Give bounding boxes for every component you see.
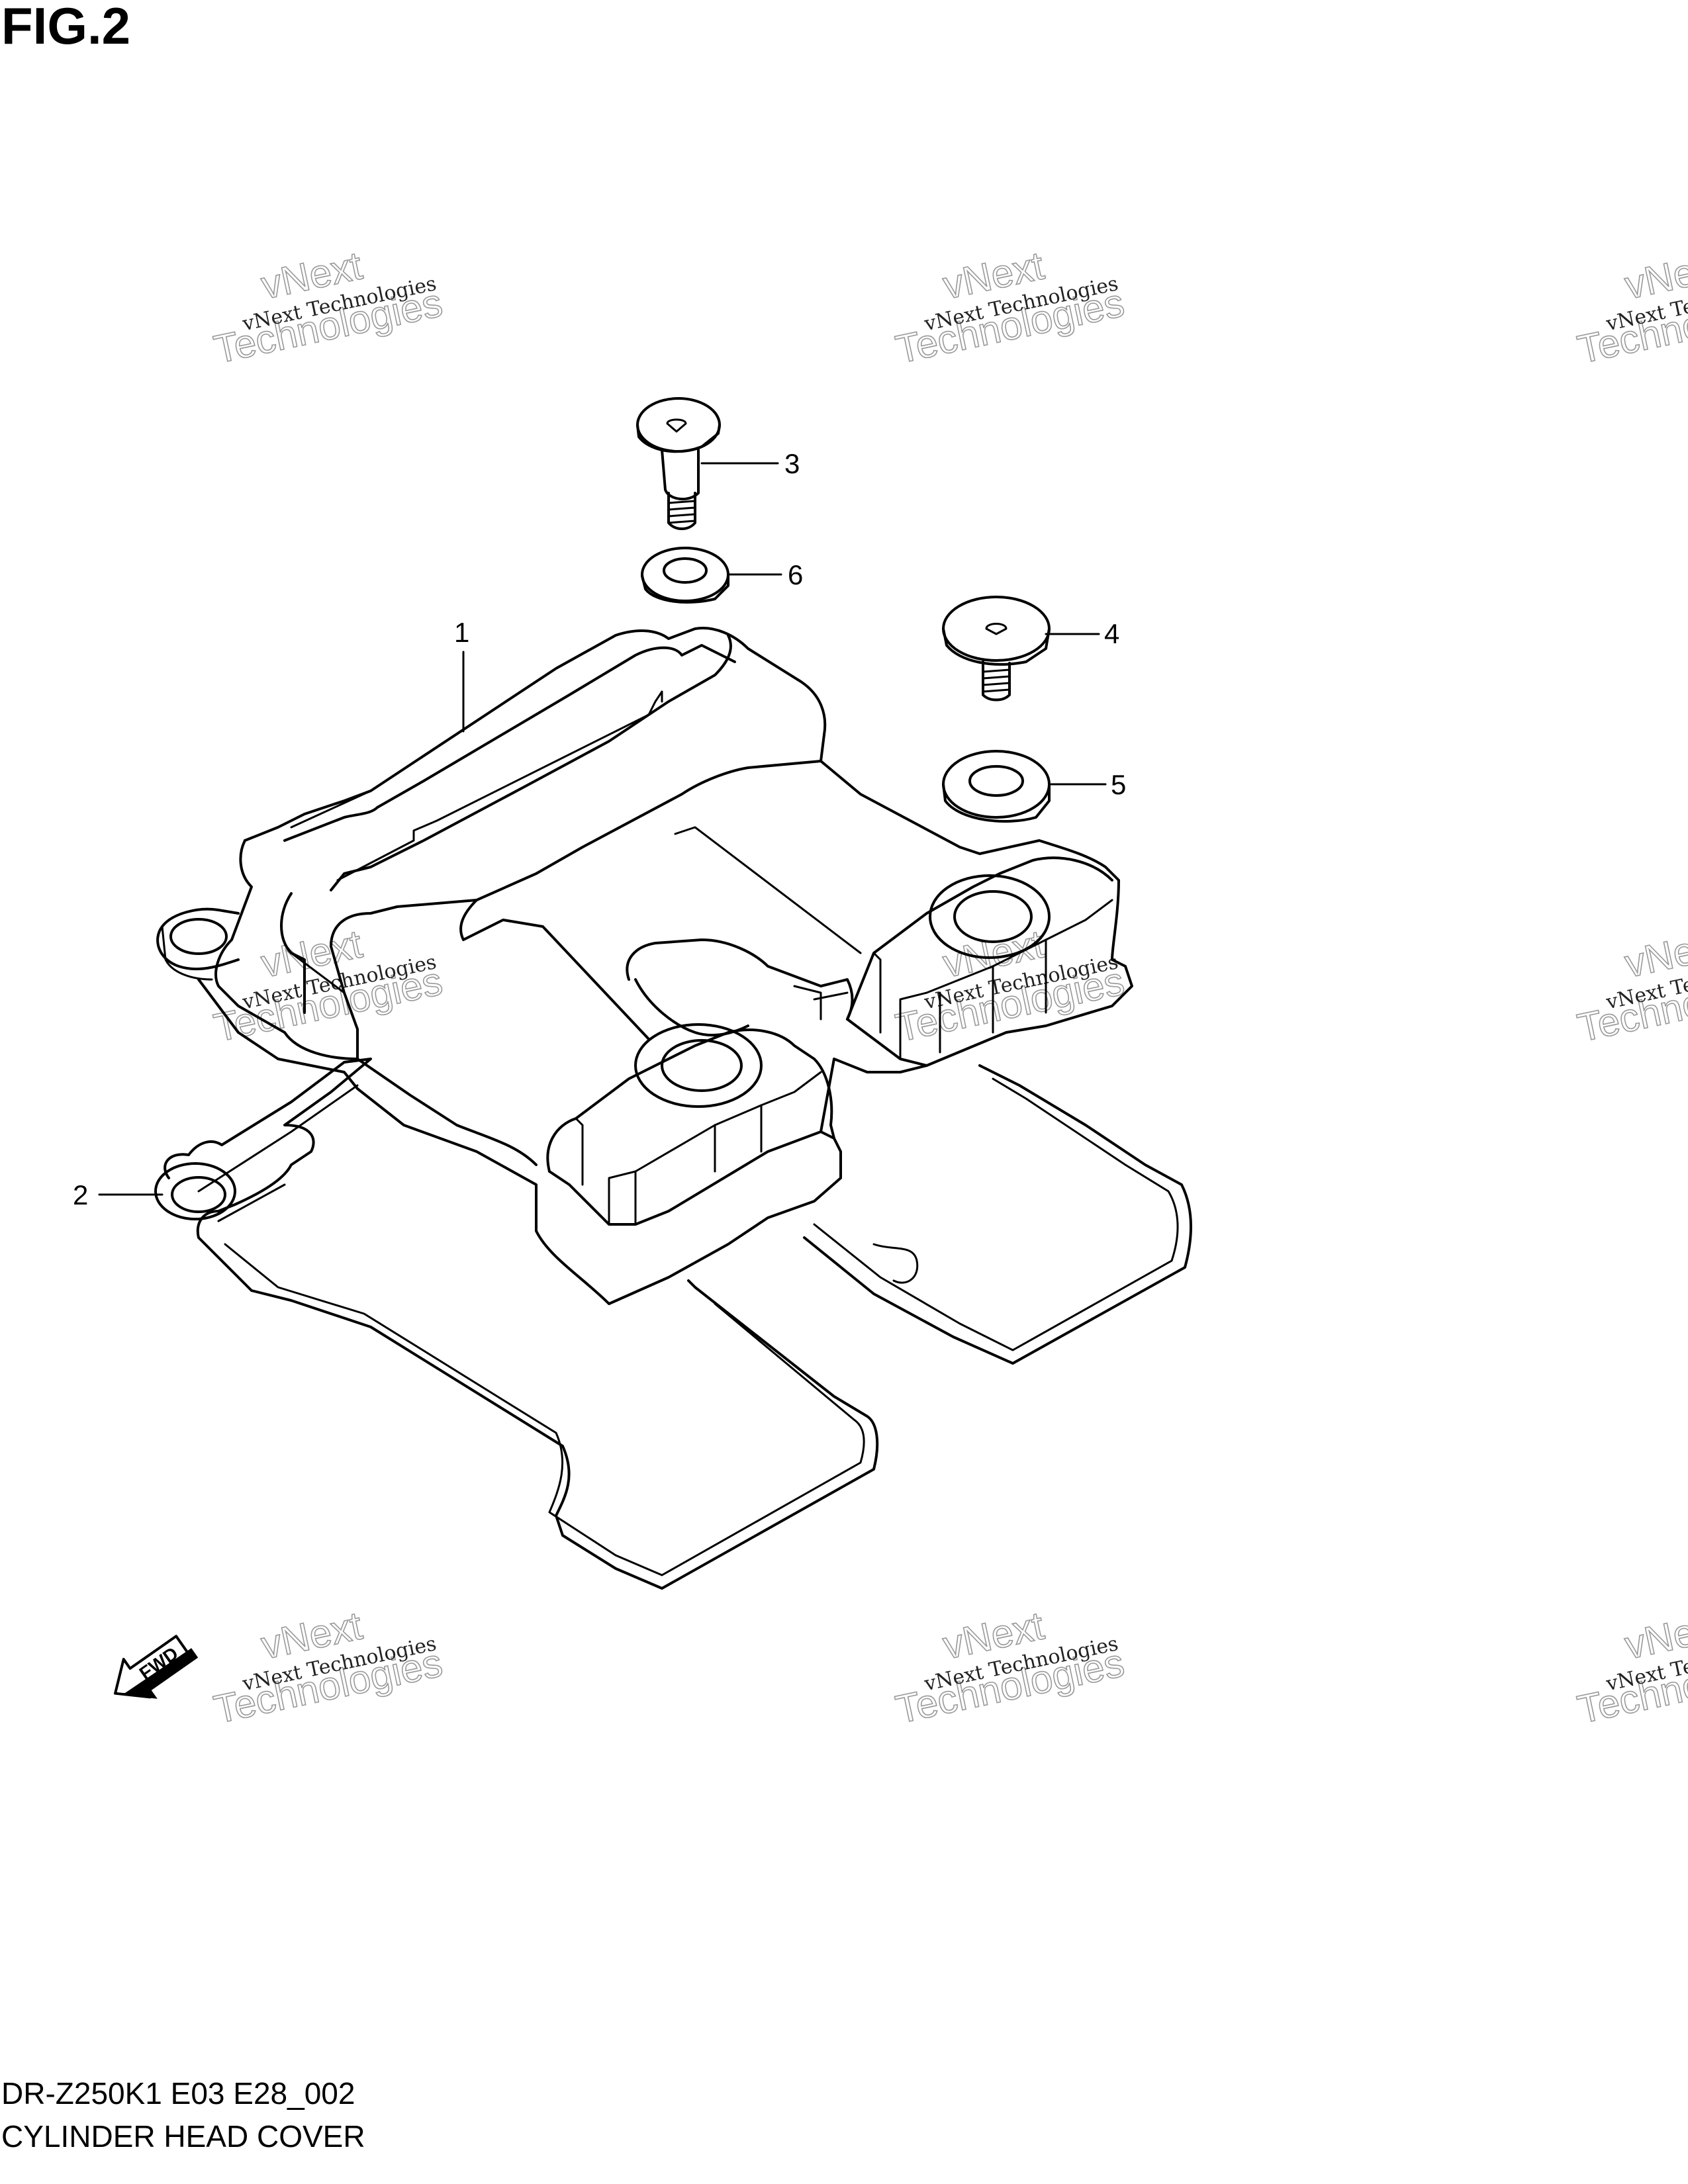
callout-6: 6 xyxy=(788,559,803,590)
watermark: vNext Technologies vNext Technologies xyxy=(210,1603,447,1733)
cap-bolt-part xyxy=(942,596,1051,702)
watermark: vNext Technologies vNext Technologies xyxy=(1573,1603,1688,1733)
watermark: vNext Technologies vNext Technologies xyxy=(1573,921,1688,1051)
callout-3: 3 xyxy=(784,448,800,479)
gasket-part xyxy=(154,1058,1193,1590)
callout-2: 2 xyxy=(73,1179,88,1210)
cylinder-head-cover-part xyxy=(156,627,1133,1305)
callout-5: 5 xyxy=(1111,769,1126,800)
watermark: vNext Technologies vNext Technologies xyxy=(892,243,1129,373)
watermark: vNext Technologies vNext Technologies xyxy=(1573,243,1688,373)
watermark-grid: vNext Technologies vNext Technologies vN… xyxy=(210,243,1688,1733)
watermark: vNext Technologies vNext Technologies xyxy=(210,243,447,373)
diagram-code: DR-Z250K1 E03 E28_002 xyxy=(1,2076,355,2111)
watermark: vNext Technologies vNext Technologies xyxy=(892,1603,1129,1733)
bolt-part xyxy=(636,397,721,530)
watermark: vNext Technologies vNext Technologies xyxy=(892,921,1129,1051)
figure-title: FIG.2 xyxy=(1,0,131,55)
grommet-part xyxy=(641,547,729,604)
callout-leaders xyxy=(98,462,1107,1196)
diagram-name: CYLINDER HEAD COVER xyxy=(1,2119,365,2154)
callout-1: 1 xyxy=(454,617,469,648)
callout-4: 4 xyxy=(1104,618,1119,649)
washer-part xyxy=(942,750,1051,823)
forward-arrow-icon: FWD xyxy=(114,1635,199,1699)
